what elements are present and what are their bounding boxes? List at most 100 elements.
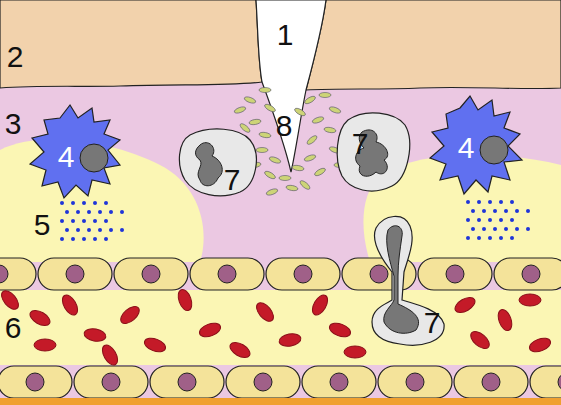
mediator-dot: [109, 210, 113, 214]
callout-number: 7: [424, 308, 441, 338]
mediator-dot: [504, 209, 508, 213]
mediator-dot: [120, 210, 124, 214]
bacterium: [304, 95, 317, 105]
endothelial-cell: [150, 366, 224, 398]
bacterium: [249, 118, 262, 125]
mediator-dot: [526, 209, 530, 213]
mediator-dot: [60, 219, 64, 223]
callout-number: 7: [352, 129, 369, 159]
bacterium: [304, 154, 317, 163]
bacterium: [286, 184, 299, 191]
nucleus: [0, 265, 8, 283]
endothelium: [0, 258, 561, 398]
epidermis-left: [0, 0, 262, 88]
epidermis-right: [306, 0, 561, 90]
bacterium: [264, 103, 277, 113]
nucleus: [102, 373, 120, 391]
bacterium: [306, 134, 318, 146]
mediator-dot: [76, 228, 80, 232]
mediator-dot: [488, 200, 492, 204]
neutrophil-migrating: [372, 216, 444, 345]
mediator-dot: [515, 227, 519, 231]
nucleus: [26, 373, 44, 391]
mediators: [60, 200, 530, 241]
callout-number: 4: [458, 133, 475, 163]
bacterium: [266, 188, 279, 197]
bacterium: [319, 93, 331, 98]
bacterium: [314, 167, 327, 177]
endothelial-cell: [226, 366, 300, 398]
bacterium: [292, 164, 305, 171]
mediator-dot: [510, 218, 514, 222]
mediator-dot: [477, 218, 481, 222]
mediator-dot: [93, 201, 97, 205]
red-blood-cell: [99, 342, 120, 367]
fluid-left: [0, 139, 204, 262]
red-blood-cell: [59, 292, 80, 317]
bacterium: [256, 148, 268, 153]
red-blood-cells: [0, 288, 552, 368]
mediator-dot: [499, 218, 503, 222]
callout-number: 7: [224, 165, 241, 195]
mediator-dot: [526, 227, 530, 231]
mediator-dot: [71, 201, 75, 205]
immune-cell-right: [430, 96, 522, 194]
bacterium: [239, 122, 251, 134]
mediator-dot: [477, 236, 481, 240]
mediator-dot: [471, 227, 475, 231]
mediator-dot: [488, 218, 492, 222]
red-blood-cell: [344, 346, 366, 358]
mediator-dot: [71, 237, 75, 241]
nucleus: [446, 265, 464, 283]
bacterium: [244, 96, 257, 105]
endothelial-cell: [38, 258, 112, 290]
bacterium: [324, 126, 337, 133]
endothelial-cell: [530, 366, 561, 398]
endothelial-cell: [494, 258, 561, 290]
endothelial-cell: [190, 258, 264, 290]
endothelial-cell: [302, 366, 376, 398]
nucleus: [196, 143, 223, 186]
mediator-dot: [104, 237, 108, 241]
mediator-dot: [488, 236, 492, 240]
mediator-dot: [515, 209, 519, 213]
mediator-dot: [65, 228, 69, 232]
red-blood-cell: [309, 292, 330, 317]
nucleus: [66, 265, 84, 283]
bacterium: [269, 156, 282, 165]
mediator-dot: [510, 236, 514, 240]
red-blood-cell: [118, 303, 143, 326]
callout-number: 5: [34, 210, 51, 240]
red-blood-cell: [27, 307, 52, 328]
red-blood-cell: [0, 288, 22, 313]
endothelial-cell: [454, 366, 528, 398]
mediator-dot: [104, 219, 108, 223]
bacterium: [259, 131, 272, 138]
endothelial-cell: [0, 366, 72, 398]
red-blood-cell: [34, 339, 56, 351]
mediator-dot: [60, 237, 64, 241]
mediator-dot: [82, 219, 86, 223]
mediator-dot: [60, 201, 64, 205]
callout-number: 6: [5, 313, 22, 343]
red-blood-cell: [227, 339, 252, 360]
mediator-dot: [466, 236, 470, 240]
mediator-dot: [93, 237, 97, 241]
endothelial-cell: [0, 258, 36, 290]
callout-number: 2: [7, 42, 24, 72]
mediator-dot: [104, 201, 108, 205]
nucleus: [558, 373, 561, 391]
red-blood-cell: [519, 294, 541, 306]
nucleus: [482, 373, 500, 391]
mediator-dot: [98, 228, 102, 232]
vessel-lumen: [0, 290, 561, 365]
mediator-dot: [482, 209, 486, 213]
mediator-dot: [466, 200, 470, 204]
immune-cell-left: [30, 105, 120, 198]
mediator-dot: [499, 236, 503, 240]
nucleus: [406, 373, 424, 391]
red-blood-cell: [143, 336, 168, 355]
nucleus: [178, 373, 196, 391]
bacterium: [329, 106, 342, 115]
